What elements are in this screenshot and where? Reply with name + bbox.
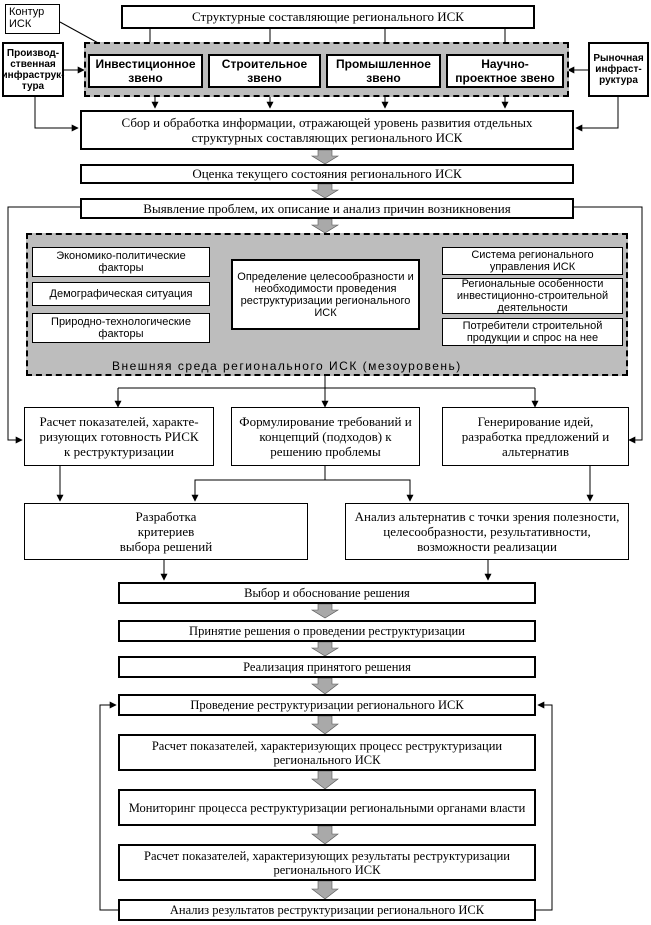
environment-label: Внешняя среда регионального ИСК (мезоуро… [112,359,462,373]
collect-info-box: Сбор и обработка информации, отражающей … [80,110,574,150]
big-arrow-6 [311,677,339,695]
calc-readiness-box: Расчет показателей, характе- ризующих го… [24,407,214,466]
step-choice: Выбор и обоснование решения [118,582,536,604]
feedback-left-loop [99,701,118,911]
feedback-right-loop [536,701,553,911]
formulate-box: Формулирование требований и концепций (п… [231,407,420,466]
big-arrow-1 [310,149,340,165]
big-arrow-9 [311,825,339,845]
alternatives-analysis-box: Анализ альтернатив с точки зрения полезн… [345,503,629,560]
big-arrow-5 [310,641,340,657]
step-result-indicators: Расчет показателей, характеризующих резу… [118,844,536,881]
arrow-left-infra-to-collect [34,97,79,132]
link-investment: Инвестиционное звено [88,54,203,88]
step-implementation: Реализация принятого решения [118,656,536,678]
link-research: Научно-проектное звено [446,54,564,88]
criteria-box: Разработка критериев выбора решений [24,503,308,560]
top-title: Структурные составляющие регионального И… [121,5,535,29]
big-arrow-3 [310,218,340,234]
left-infrastructure: Производ- ственная инфраструк- тура [2,42,64,97]
right-infrastructure: Рыночная инфраст- руктура [588,42,649,97]
step-decision: Принятие решения о проведении реструктур… [118,620,536,642]
factor-economic: Экономико-политические факторы [32,247,210,277]
big-arrow-4 [310,603,340,619]
step-conducting: Проведение реструктуризации региональног… [118,694,536,716]
factor-demographic: Демографическая ситуация [32,282,210,306]
link-industrial: Промышленное звено [326,54,441,88]
step-monitoring: Мониторинг процесса реструктуризации рег… [118,789,536,826]
big-arrow-8 [311,770,339,790]
problems-box: Выявление проблем, их описание и анализ … [80,198,574,219]
step-results-analysis: Анализ результатов реструктуризации реги… [118,899,536,921]
factor-nature-tech: Природно-технологические факторы [32,313,210,343]
assessment-box: Оценка текущего состояния регионального … [80,164,574,184]
step-process-indicators: Расчет показателей, характеризующих проц… [118,734,536,771]
arrow-problems-left-branch [7,206,80,444]
arrow-formulate-split [191,466,326,502]
contour-leader [59,21,101,45]
generate-box: Генерирование идей, разработка предложен… [442,407,629,466]
factor-management: Система регионального управления ИСК [442,247,623,275]
big-arrow-2 [310,183,340,199]
factor-consumers: Потребители строительной продукции и спр… [442,318,623,346]
arrow-problems-right-branch [574,206,643,444]
contour-label: Контур ИСК [5,4,60,34]
big-arrow-7 [311,715,339,735]
link-construction: Строительное звено [208,54,321,88]
arrow-formulate-to-analysis [325,479,414,502]
center-decision-box: Определение целесообразности и необходим… [231,259,420,330]
factor-regional-features: Региональные особенности инвестиционно-с… [442,278,623,314]
big-arrow-10 [311,880,339,900]
arrow-right-infra-to-collect [575,97,619,132]
